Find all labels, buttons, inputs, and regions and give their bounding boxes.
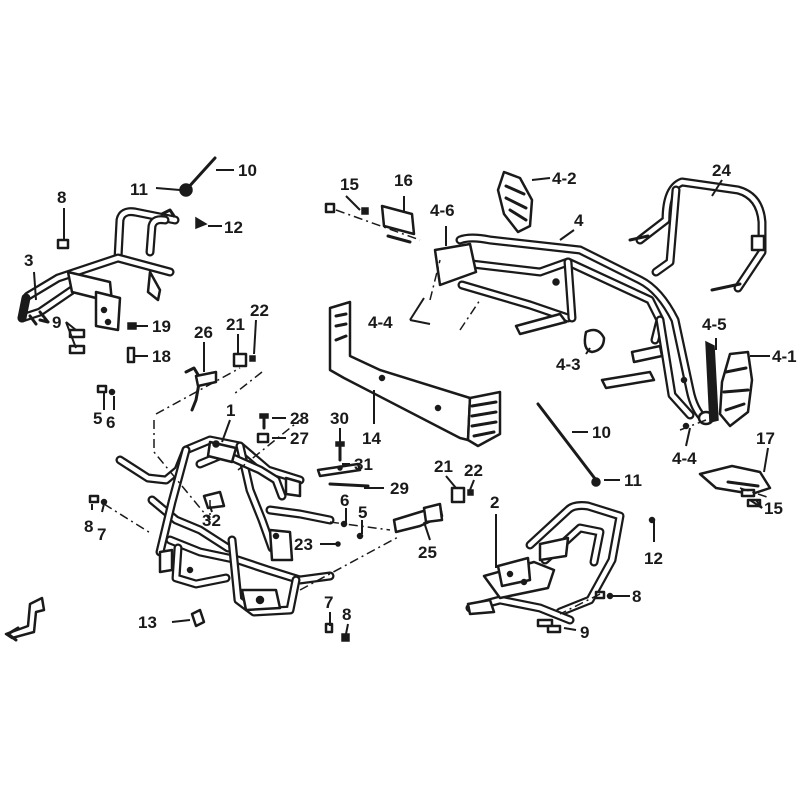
callout-1: 1 [226, 401, 235, 420]
callout-2: 2 [490, 493, 499, 512]
callout-9-right: 9 [580, 623, 589, 642]
callout-25: 25 [418, 543, 437, 562]
callout-13: 13 [138, 613, 157, 632]
part-21-22-clamp-top [232, 352, 256, 368]
callout-4-3: 4-3 [556, 355, 581, 374]
part-small-fasteners-left [88, 384, 364, 642]
part-25-mount [392, 486, 474, 534]
callout-26: 26 [194, 323, 213, 342]
callout-8-top: 8 [57, 188, 66, 207]
callout-5-left: 5 [93, 409, 102, 428]
part-2-front-rack [465, 501, 625, 625]
callout-29: 29 [390, 479, 409, 498]
callout-7-left: 7 [97, 525, 106, 544]
part-27-28-small [256, 413, 270, 444]
callout-4-4-right: 4-4 [672, 449, 697, 468]
part-29-31-plate [316, 441, 370, 488]
callout-3: 3 [24, 251, 33, 270]
callout-21-top: 21 [226, 315, 245, 334]
callout-23: 23 [294, 535, 313, 554]
callout-22-top: 22 [250, 301, 269, 320]
callout-11-right: 11 [624, 471, 642, 490]
callout-10-top: 10 [238, 161, 257, 180]
callout-6-left: 6 [106, 413, 115, 432]
callout-4-4-top: 4-4 [368, 313, 393, 332]
callout-10-right: 10 [592, 423, 611, 442]
callout-11-top: 11 [130, 180, 148, 199]
part-4-2-guard [496, 170, 534, 234]
callout-4: 4 [574, 211, 584, 230]
callout-18: 18 [152, 347, 171, 366]
callout-5-mid: 5 [358, 503, 367, 522]
callout-21-mid: 21 [434, 457, 453, 476]
part-1-main-frame [115, 435, 335, 617]
callout-12-top: 12 [224, 218, 243, 237]
part-4-3-cap [583, 328, 606, 354]
callout-9-top: 9 [52, 313, 61, 332]
centerlines [103, 209, 771, 615]
callout-31: 31 [354, 455, 373, 474]
callout-19: 19 [152, 317, 171, 336]
front-direction-arrow-icon [4, 596, 46, 642]
callout-15-right: 15 [764, 499, 783, 518]
callout-4-2: 4-2 [552, 169, 577, 188]
part-16-bracket [380, 204, 416, 244]
callout-24: 24 [712, 161, 731, 180]
callout-labels: 10 11 8 12 3 9 19 18 26 21 22 5 6 1 28 2… [24, 161, 797, 642]
callout-14: 14 [362, 429, 381, 448]
callout-8-right: 8 [632, 587, 641, 606]
callout-15-top: 15 [340, 175, 359, 194]
part-24-upper-bar [628, 177, 767, 293]
callout-8-bottom: 8 [342, 605, 351, 624]
callout-4-5: 4-5 [702, 315, 727, 334]
part-32-bracket [202, 490, 226, 510]
leader-lines [33, 169, 770, 635]
callout-4-1: 4-1 [772, 347, 797, 366]
callout-30: 30 [330, 409, 349, 428]
callout-28: 28 [290, 409, 309, 428]
callout-8-left: 8 [84, 517, 93, 536]
callout-17: 17 [756, 429, 775, 448]
callout-32: 32 [202, 511, 221, 530]
part-4-1-guard [705, 340, 754, 428]
callout-16: 16 [394, 171, 413, 190]
callout-12-right: 12 [644, 549, 663, 568]
part-14-skid-plate [328, 300, 502, 448]
part-26-wire-bracket [184, 366, 218, 412]
callout-4-6: 4-6 [430, 201, 455, 220]
callout-27: 27 [290, 429, 309, 448]
part-front-bumper [433, 233, 715, 426]
part-15-bolts-top [324, 202, 369, 215]
callout-22-mid: 22 [464, 461, 483, 480]
callout-6-mid: 6 [340, 491, 349, 510]
part-rear-rack [17, 207, 180, 332]
callout-7-bottom: 7 [324, 593, 333, 612]
